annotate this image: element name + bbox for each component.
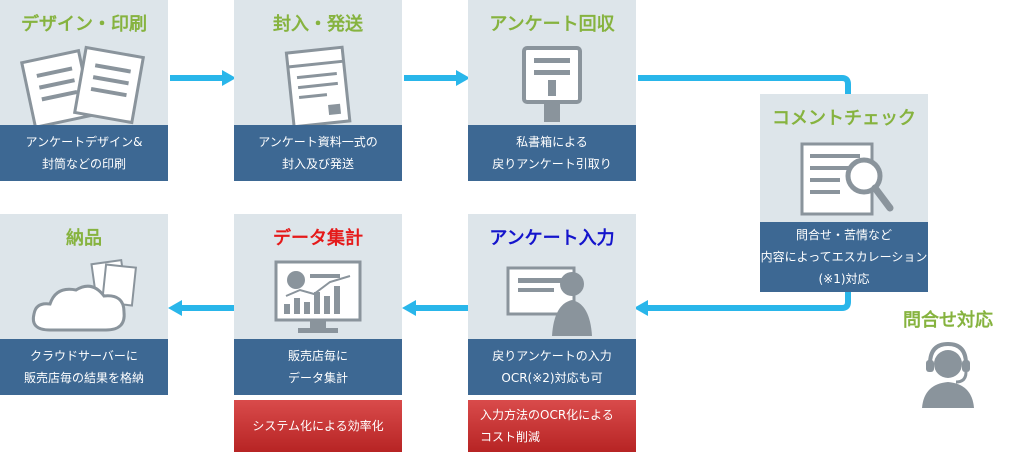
step-title: コメントチェック	[772, 108, 916, 129]
step-description: アンケート資料一式の 封入及び発送	[234, 125, 402, 181]
step-comment-check: コメントチェック 問合せ・苦情など 内容によってエスカレーション (※1)対応	[760, 94, 928, 292]
step-description: アンケートデザイン& 封筒などの印刷	[0, 125, 168, 181]
chart-monitor-icon	[274, 260, 362, 333]
headset-operator-icon	[922, 341, 974, 408]
arrow-collect-to-check	[638, 75, 851, 96]
step-title: データ集計	[273, 228, 363, 249]
step-title: デザイン・印刷	[21, 14, 147, 35]
step-description: 販売店毎に データ集計	[234, 339, 402, 395]
postbox-icon	[522, 46, 582, 122]
step-description: 私書箱による 戻りアンケート引取り	[468, 125, 636, 181]
support-label: 問合せ対応	[903, 310, 993, 331]
step-title: 納品	[66, 228, 102, 249]
envelope-icon	[284, 45, 352, 129]
step-title: アンケート回収	[489, 14, 615, 35]
cloud-documents-icon	[31, 258, 138, 332]
step-title: 封入・発送	[273, 14, 363, 35]
arrow-check-to-input	[646, 290, 851, 311]
documents-icon	[19, 45, 146, 130]
step-survey-input: アンケート入力 戻りアンケートの入力 OCR(※2)対応も可	[468, 214, 636, 395]
step-description: 問合せ・苦情など 内容によってエスカレーション (※1)対応	[760, 222, 928, 292]
step-collection: アンケート回収 私書箱による 戻りアンケート引取り	[468, 0, 636, 181]
step-description: クラウドサーバーに 販売店毎の結果を格納	[0, 339, 168, 395]
step-delivery: 納品 クラウドサーバーに 販売店毎の結果を格納	[0, 214, 168, 395]
person-at-computer-icon	[506, 266, 592, 336]
document-magnifier-icon	[800, 142, 894, 216]
step-description: 戻りアンケートの入力 OCR(※2)対応も可	[468, 339, 636, 395]
step-title: アンケート入力	[489, 228, 615, 249]
step-enclose-ship: 封入・発送 アンケート資料一式の 封入及び発送	[234, 0, 402, 181]
step-data-aggregation: データ集計 販売店毎に データ集計	[234, 214, 402, 395]
step-design-print: デザイン・印刷 アンケートデザイン& 封筒などの印刷	[0, 0, 168, 181]
note-aggregation-efficiency: システム化による効率化	[234, 400, 402, 452]
note-input-cost-reduction: 入力方法のOCR化による コスト削減	[468, 400, 636, 452]
